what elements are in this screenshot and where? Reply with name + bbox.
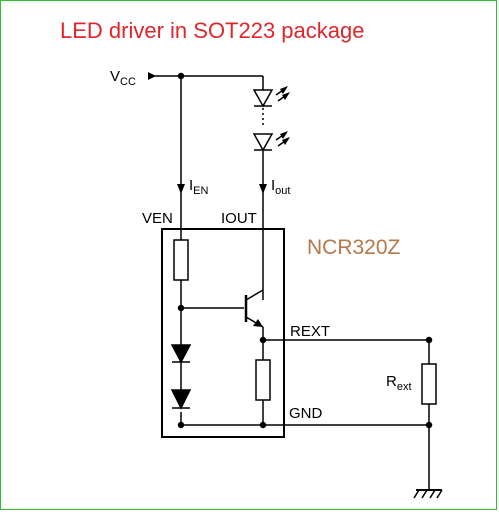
ien-label: IEN [189,177,209,197]
ven-pin-label: VEN [142,210,173,227]
iout-pin-label: IOUT [221,210,257,227]
iout-label: Iout [271,177,290,197]
rext-pin-label: REXT [290,323,330,340]
ic-package [161,228,285,438]
junction [259,336,267,344]
junction [177,421,185,429]
vcc-arrow [148,72,156,80]
ien-arrow [177,184,185,194]
junction [425,336,433,344]
rext-resistor-label: Rext [386,373,412,393]
junction [177,72,185,80]
led-1 [252,89,274,108]
junction [259,421,267,429]
junction [425,421,433,429]
iout-arrow [259,184,267,194]
led-2 [252,133,274,152]
vcc-label: VCC [110,68,136,88]
external-resistor [421,363,437,405]
emitter-arrow [253,319,263,327]
internal-resistor [173,239,189,281]
diagram-title: LED driver in SOT223 package [60,18,365,43]
gnd-pin-label: GND [289,405,323,422]
junction [177,304,185,312]
sense-resistor [255,359,271,401]
diode-1 [170,344,192,364]
part-number: NCR320Z [307,236,401,259]
transistor-collector [245,289,264,301]
diode-2 [170,389,192,410]
